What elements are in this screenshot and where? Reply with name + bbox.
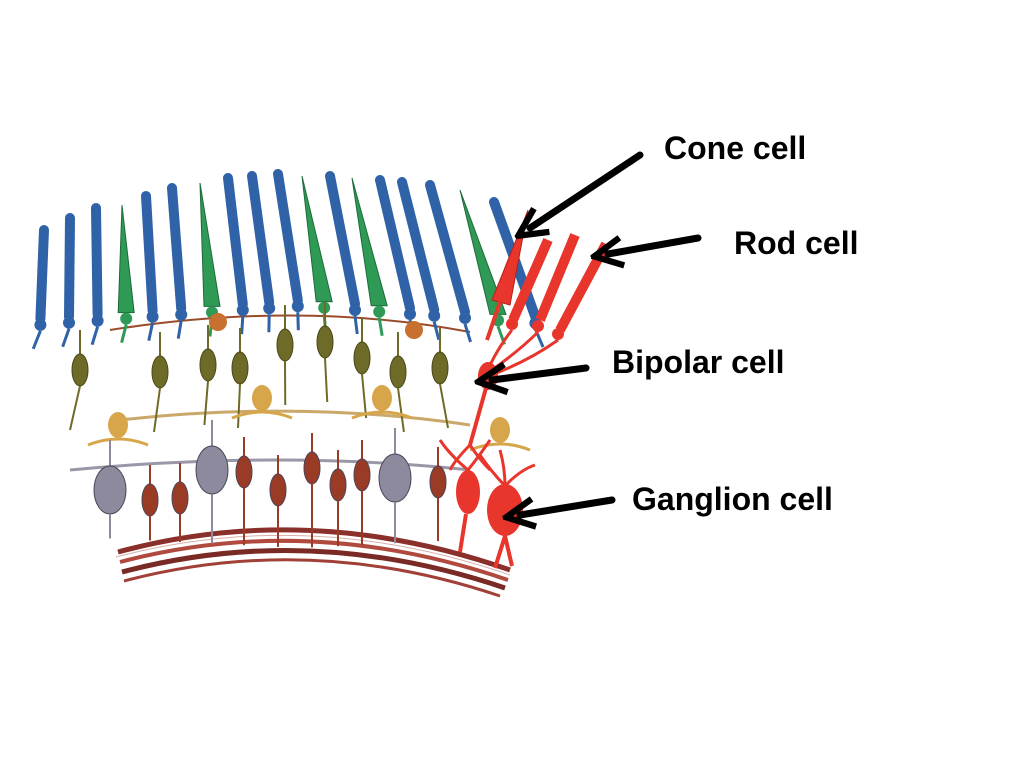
bipolar-cell-label: Bipolar cell <box>612 344 785 380</box>
ganglion-cell-icon <box>141 483 159 517</box>
bipolar-cell-icon <box>71 353 89 387</box>
ganglion-cell-icon <box>235 455 253 489</box>
rod-cell-icon <box>167 183 187 314</box>
bipolar-cell-icon <box>431 351 449 385</box>
highlighted-pathway <box>438 209 611 569</box>
arrow-icon <box>530 151 644 228</box>
rod-cell-icon <box>141 191 158 316</box>
rod-cell-icon <box>397 177 440 315</box>
bipolar-cell-icon <box>199 348 217 382</box>
ganglion-cell-icon <box>353 458 371 492</box>
cone-cell-icon <box>301 175 333 303</box>
arrow-icon <box>520 500 616 515</box>
rod-cell-icon <box>64 213 75 322</box>
pointer-arrows <box>492 151 702 515</box>
horizontal-fibers <box>69 314 471 472</box>
rod-cell-icon <box>273 169 303 306</box>
ganglion-cell-label: Ganglion cell <box>632 481 833 517</box>
rod-cell-icon <box>375 175 415 313</box>
bipolar-cell-icon <box>276 328 294 362</box>
cone-cell-icon <box>199 182 221 307</box>
cell-layer <box>31 169 545 548</box>
ganglion-cell-icon <box>195 445 229 495</box>
rod-cell-label: Rod cell <box>734 225 859 261</box>
ganglion-cell-icon <box>303 451 321 485</box>
arrow-icon <box>492 368 590 380</box>
rod-cell-icon <box>325 171 360 309</box>
rod-cell-icon <box>223 173 248 310</box>
bipolar-cell-icon <box>389 355 407 389</box>
bipolar-cell-icon <box>151 355 169 389</box>
cone-cell-icon <box>117 204 135 314</box>
rod-cell-icon <box>91 203 103 320</box>
cone-cell-label: Cone cell <box>664 130 807 166</box>
bipolar-cell-icon <box>353 341 371 375</box>
ganglion-cell-icon <box>269 473 287 507</box>
ganglion-cell-icon <box>329 468 347 502</box>
ganglion-cell-icon <box>378 453 412 503</box>
bipolar-cell-icon <box>231 351 249 385</box>
rod-cell-icon <box>247 171 275 308</box>
ganglion-cell-icon <box>429 465 447 499</box>
bipolar-cell-icon <box>316 325 334 359</box>
rod-cell-icon <box>35 225 49 324</box>
arrow-icon <box>608 234 702 254</box>
rod-cell-icon <box>425 180 470 317</box>
ganglion-cell-icon <box>93 465 127 515</box>
ganglion-cell-icon <box>171 481 189 515</box>
